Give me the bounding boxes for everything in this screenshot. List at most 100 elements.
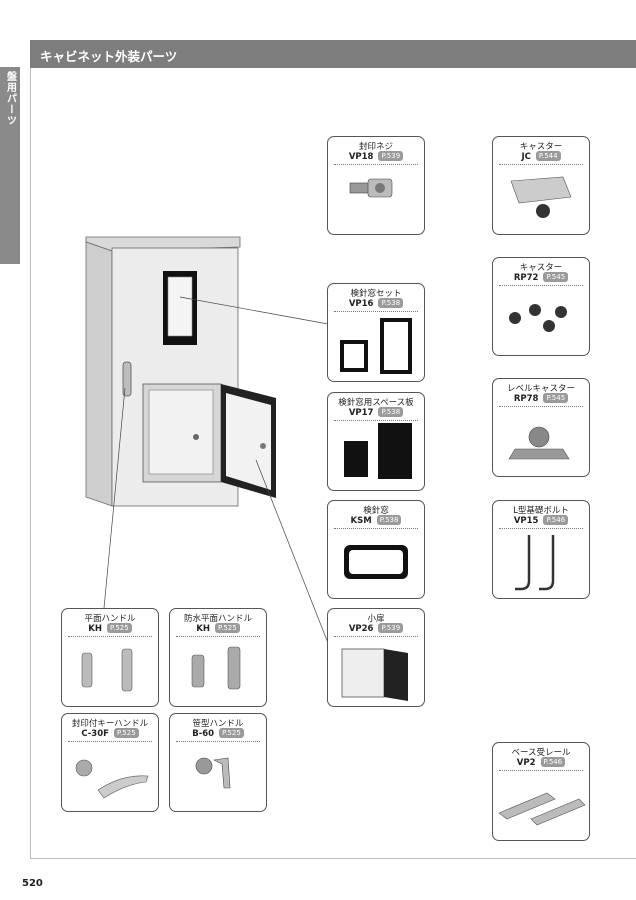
caster-rp72-icon — [509, 304, 567, 332]
waterproof-handle-icon — [191, 646, 241, 690]
part-card-ksm[interactable]: 検針窓 KSM P.538 — [327, 500, 425, 599]
part-code: KH — [88, 624, 102, 634]
part-card-rp78[interactable]: レベルキャスター RP78 P.545 — [492, 378, 590, 477]
part-code: VP26 — [348, 624, 374, 634]
page-reference[interactable]: P.538 — [378, 407, 404, 417]
section-side-tab: 盤用パーツ — [0, 67, 20, 264]
dotted-divider — [499, 164, 583, 165]
dotted-divider — [334, 164, 418, 165]
part-card-vp15[interactable]: L型基礎ボルト VP15 P.546 — [492, 500, 590, 599]
part-title: 封印ネジ — [358, 142, 393, 152]
cabinet-handle — [122, 361, 132, 397]
page-reference[interactable]: P.545 — [543, 393, 569, 403]
part-code: RP72 — [513, 273, 539, 283]
section-header: キャビネット外装パーツ — [30, 40, 636, 68]
part-title: キャスター — [519, 142, 563, 152]
dotted-divider — [68, 741, 152, 742]
small-door-icon — [341, 648, 408, 701]
part-title: 笹型ハンドル — [192, 719, 244, 729]
page-reference[interactable]: P.539 — [378, 151, 404, 161]
page-reference[interactable]: P.544 — [535, 151, 561, 161]
part-card-jc[interactable]: キャスター JC P.544 — [492, 136, 590, 235]
part-title: 小扉 — [367, 614, 385, 624]
part-card-vp26[interactable]: 小扉 VP26 P.539 — [327, 608, 425, 707]
page-reference[interactable]: P.525 — [113, 728, 139, 738]
frame-line-bottom — [30, 858, 636, 859]
page-number: 520 — [22, 878, 43, 889]
small-door-interior — [148, 389, 214, 475]
dotted-divider — [68, 636, 152, 637]
part-code: C-30F — [81, 729, 109, 739]
part-card-vp2[interactable]: ベース受レール VP2 P.546 — [492, 742, 590, 841]
part-title: ベース受レール — [511, 748, 571, 758]
sealing-screw-icon — [349, 178, 393, 198]
meter-window-icon — [344, 545, 408, 579]
part-card-kh-waterproof[interactable]: 防水平面ハンドル KH P.525 — [169, 608, 267, 707]
cabinet-side — [85, 241, 113, 507]
part-title: 検針窓用スペース板 — [338, 398, 414, 408]
lever-handle-icon — [195, 757, 231, 789]
part-title: キャスター — [519, 263, 563, 273]
open-door-latch — [260, 443, 266, 449]
side-tab-label: 盤用パーツ — [4, 71, 16, 126]
caster-jc-icon — [510, 176, 572, 218]
part-card-vp18[interactable]: 封印ネジ VP18 P.539 — [327, 136, 425, 235]
page-reference[interactable]: P.538 — [376, 515, 402, 525]
base-rail-icon — [498, 792, 586, 826]
part-card-c30f[interactable]: 封印付キーハンドル C-30F P.525 — [61, 713, 159, 812]
spacer-plate-icon — [344, 423, 412, 479]
open-door-panel — [226, 393, 271, 490]
part-code: RP78 — [513, 394, 539, 404]
part-code: VP18 — [348, 152, 374, 162]
leader-lines — [103, 296, 329, 644]
part-title: 検針窓 — [363, 506, 389, 516]
part-title: 平面ハンドル — [84, 614, 136, 624]
flat-handle-icon — [81, 648, 133, 692]
dotted-divider — [499, 406, 583, 407]
dotted-divider — [334, 636, 418, 637]
part-card-vp16[interactable]: 検針窓セット VP16 P.538 — [327, 283, 425, 382]
page-reference[interactable]: P.546 — [540, 757, 566, 767]
page-reference[interactable]: P.545 — [543, 272, 569, 282]
part-card-vp17[interactable]: 検針窓用スペース板 VP17 P.538 — [327, 392, 425, 491]
page-reference[interactable]: P.546 — [543, 515, 569, 525]
dotted-divider — [499, 528, 583, 529]
part-code: KH — [196, 624, 210, 634]
part-title: L型基礎ボルト — [513, 506, 569, 516]
page-reference[interactable]: P.525 — [219, 728, 244, 738]
anchor-bolt-icon — [515, 535, 555, 591]
part-title: レベルキャスター — [506, 384, 575, 394]
part-card-rp72[interactable]: キャスター RP72 P.545 — [492, 257, 590, 356]
part-code: VP16 — [348, 299, 374, 309]
sealed-key-handle-icon — [75, 759, 149, 799]
dotted-divider — [499, 285, 583, 286]
level-caster-icon — [508, 426, 570, 460]
part-title: 防水平面ハンドル — [183, 614, 252, 624]
dotted-divider — [334, 420, 418, 421]
dotted-divider — [176, 636, 260, 637]
section-title: キャビネット外装パーツ — [40, 49, 178, 64]
meter-window-glass — [167, 276, 193, 337]
page-reference[interactable]: P.525 — [106, 623, 132, 633]
part-code: KSM — [350, 516, 372, 526]
dotted-divider — [334, 311, 418, 312]
frame-line-left — [30, 68, 31, 858]
part-card-b60[interactable]: 笹型ハンドル B-60 P.525 — [169, 713, 267, 812]
page-reference[interactable]: P.539 — [378, 623, 404, 633]
dotted-divider — [499, 770, 583, 771]
part-title: 封印付キーハンドル — [71, 719, 149, 729]
meter-window-set-icon — [340, 318, 412, 374]
page-reference[interactable]: P.538 — [378, 298, 404, 308]
page-reference[interactable]: P.525 — [214, 623, 240, 633]
part-code: JC — [521, 152, 531, 162]
part-code: VP15 — [513, 516, 539, 526]
part-code: VP2 — [516, 758, 536, 768]
part-card-kh-flat[interactable]: 平面ハンドル KH P.525 — [61, 608, 159, 707]
dotted-divider — [334, 528, 418, 529]
dotted-divider — [176, 741, 260, 742]
part-code: VP17 — [348, 408, 374, 418]
small-door-lock — [193, 434, 199, 440]
part-code: B-60 — [192, 729, 215, 739]
part-title: 検針窓セット — [350, 289, 402, 299]
